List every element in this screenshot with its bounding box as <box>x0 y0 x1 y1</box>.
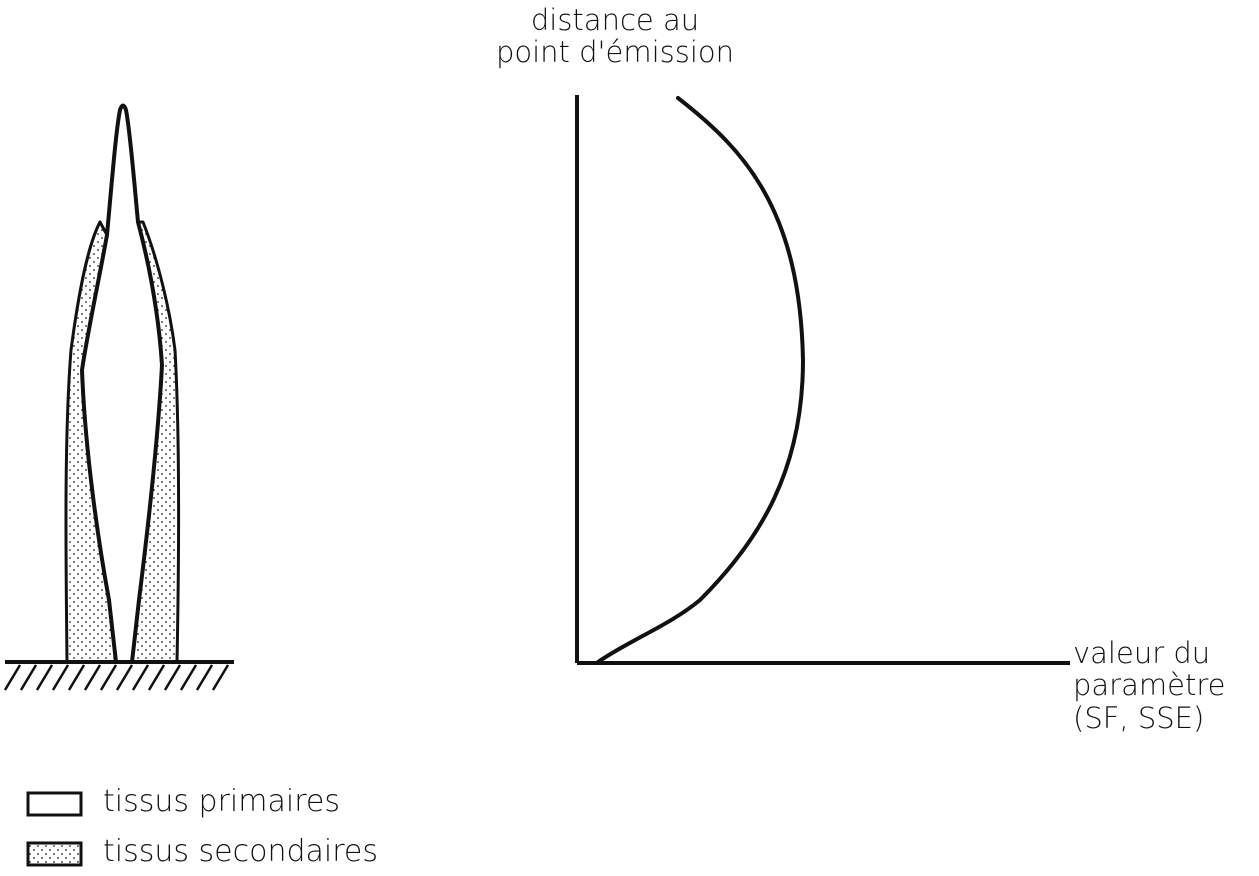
x-axis-label-line3: (SF, SSE) <box>1073 702 1225 734</box>
parameter-curve <box>598 98 803 662</box>
primary-tissue-swatch <box>28 793 81 815</box>
parameter-graph <box>577 95 1070 663</box>
legend-item-primary: tissus primaires <box>81 784 340 819</box>
y-axis-label-line1: distance au <box>480 4 750 36</box>
ground-hatch <box>5 665 228 690</box>
x-axis-label-line1: valeur du <box>1073 637 1225 669</box>
x-axis-label: valeur du paramètre (SF, SSE) <box>1073 637 1225 734</box>
legend-item-secondary: tissus secondaires <box>81 834 378 869</box>
y-axis-label-line2: point d'émission <box>480 36 750 68</box>
legend-label-primary: tissus primaires <box>103 784 340 819</box>
y-axis-label: distance au point d'émission <box>480 4 750 69</box>
secondary-tissue-swatch <box>28 843 81 865</box>
x-axis-label-line2: paramètre <box>1073 669 1225 701</box>
legend-label-secondary: tissus secondaires <box>103 834 378 869</box>
stem-schematic <box>5 106 234 691</box>
